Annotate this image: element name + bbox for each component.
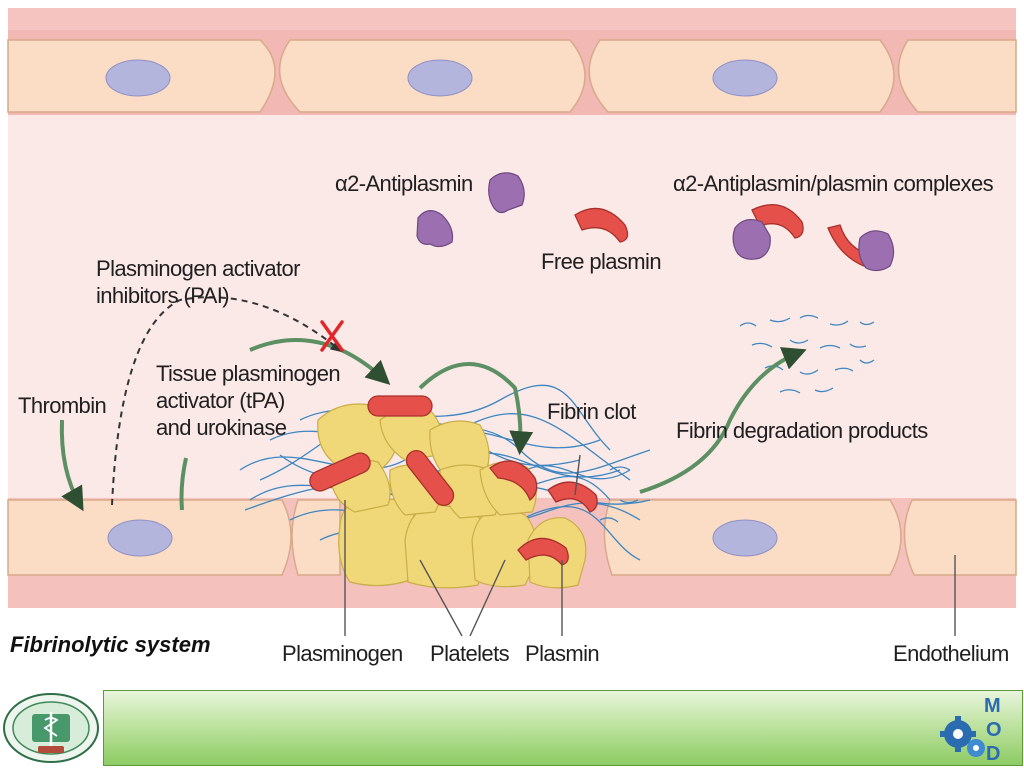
svg-text:O: O [986,719,1002,741]
pai-dashed-arrow [111,296,343,506]
plasminogen-rods [309,395,455,506]
mod-gears-icon: M O D [940,695,1002,765]
top-nuclei [105,59,778,97]
endothelium-label: Endothelium [893,641,1009,666]
inhibition-x-icon [320,320,344,352]
leader-lines [344,454,956,637]
pai-label: Plasminogen activator inhibitors (PAI) [96,256,300,308]
platelet-aggregate [317,403,587,589]
tpa-label: Tissue plasminogen activator (tPA) and u… [156,361,341,440]
thrombin-label: Thrombin [18,393,107,418]
antiplasmin-molecules [416,172,895,272]
fibrin-clot-label: Fibrin clot [547,399,636,424]
svg-text:M: M [984,695,1001,717]
footer-band [103,690,1023,766]
bottom-nuclei [107,519,778,557]
complexes-label: α2-Antiplasmin/plasmin complexes [673,171,994,196]
vessel-illustration [7,8,1017,637]
plasmin-label: Plasmin [525,641,600,666]
top-endothelium [7,39,1017,113]
process-arrows [59,338,807,512]
fibrin-degradation-label: Fibrin degradation products [676,418,928,443]
alpha-antiplasmin-label: α2-Antiplasmin [335,171,473,196]
university-seal-icon [3,693,99,763]
platelets-label: Platelets [430,641,510,666]
svg-text:D: D [986,743,1000,765]
fibrin-fragments [599,314,875,523]
slide-footer: M O D [0,688,1024,768]
free-plasmin-label: Free plasmin [541,249,662,274]
figure-caption: Fibrinolytic system [10,632,211,657]
plasmin-shapes [489,204,878,566]
plasminogen-label: Plasminogen [282,641,403,666]
